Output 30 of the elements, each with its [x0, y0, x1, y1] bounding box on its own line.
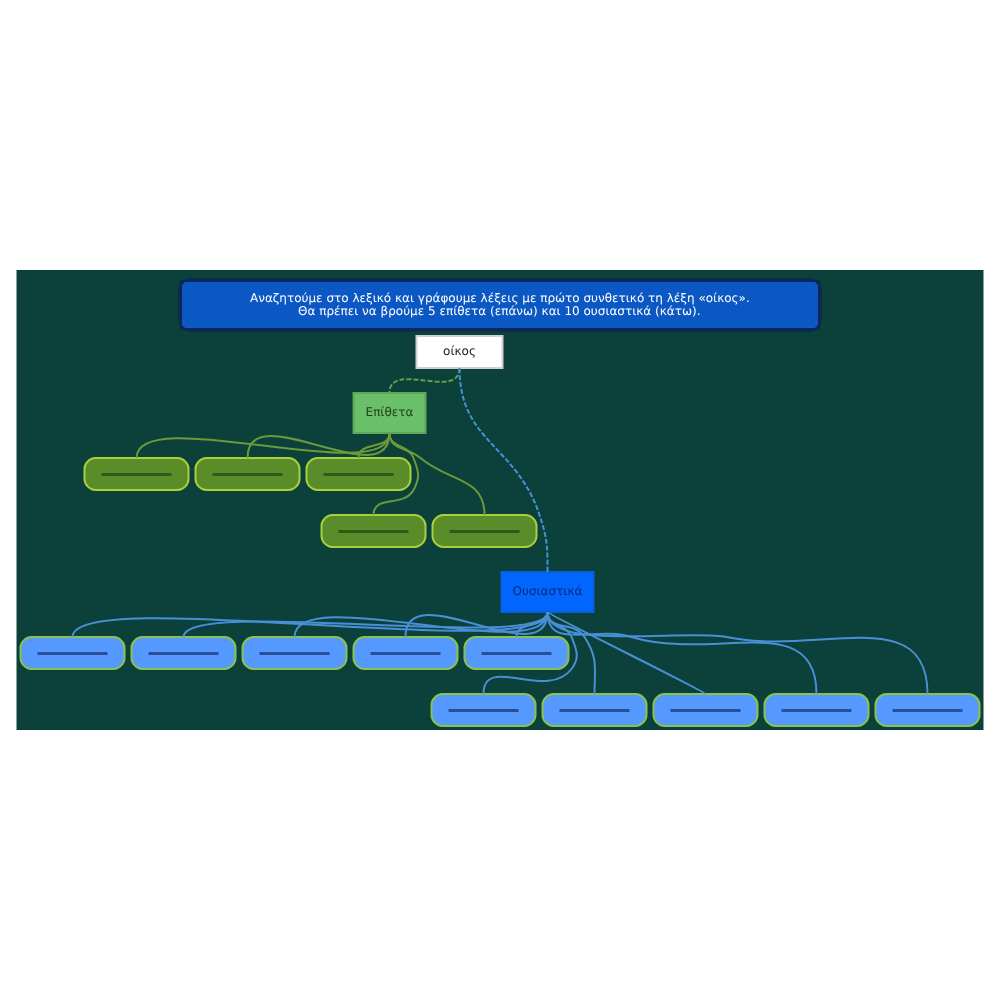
node-box — [652, 693, 759, 727]
connector — [357, 432, 391, 459]
connector — [482, 611, 578, 695]
node-box — [763, 693, 870, 727]
connector — [458, 367, 549, 573]
connector — [388, 432, 486, 516]
node-box — [241, 636, 348, 670]
node-box — [463, 636, 570, 670]
connector — [372, 432, 420, 516]
connector — [246, 432, 391, 459]
connector — [546, 611, 929, 695]
connector — [546, 611, 818, 695]
node-box — [320, 514, 427, 548]
connector — [135, 432, 391, 459]
connector — [182, 611, 549, 638]
node-box — [305, 457, 412, 491]
node-box — [431, 514, 538, 548]
node-box — [194, 457, 301, 491]
node-box — [430, 693, 537, 727]
node-box — [541, 693, 648, 727]
node-box — [130, 636, 237, 670]
node-box — [83, 457, 190, 491]
connector — [71, 611, 549, 638]
connector — [293, 611, 549, 638]
node-box — [19, 636, 126, 670]
connector — [546, 611, 707, 695]
connector — [388, 367, 461, 394]
connector — [404, 611, 549, 638]
node-box — [874, 693, 981, 727]
node-box — [352, 636, 459, 670]
